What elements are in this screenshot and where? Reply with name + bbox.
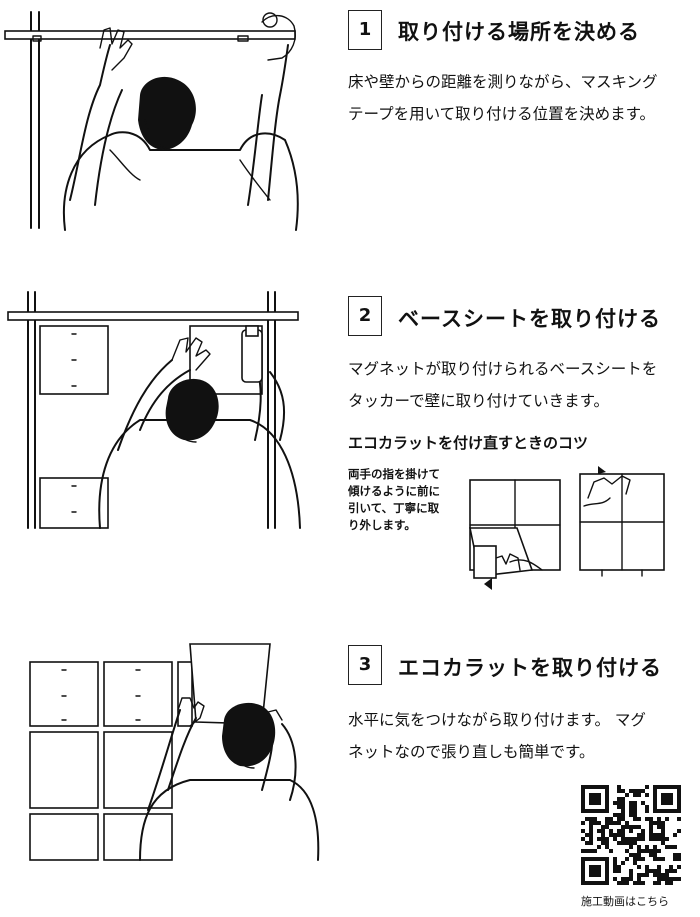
step-2-illustration (0, 290, 320, 530)
tip-body-line-1: 両手の指を掛けて (348, 467, 440, 481)
tip-body-line-4: り外します。 (348, 518, 416, 532)
tip-title: エコカラットを付け直すときのコツ (348, 434, 589, 452)
step-3-illustration (0, 640, 340, 861)
step-3-body-line-1: 水平に気をつけながら取り付けます。 マグ (348, 711, 646, 729)
qr-caption: 施工動画はこちら (581, 895, 669, 908)
step-1-body-line-2: テープを用いて取り付ける位置を決めます。 (348, 105, 656, 123)
step-1-number: 1 (348, 10, 382, 50)
step-1-illustration (0, 0, 320, 235)
tip-body-line-2: 傾けるように前に (348, 484, 440, 498)
step-1-title: 取り付ける場所を決める (398, 20, 640, 44)
step-2-body-line-1: マグネットが取り付けられるベースシートを (348, 360, 658, 378)
step-2-number: 2 (348, 296, 382, 336)
step-3-title: エコカラットを取り付ける (398, 656, 662, 680)
tip-illustration (462, 458, 692, 598)
step-2-title: ベースシートを取り付ける (398, 307, 661, 331)
step-3-body-line-2: ネットなので張り直しも簡単です。 (348, 743, 595, 761)
step-1-body-line-1: 床や壁からの距離を測りながら、マスキング (348, 73, 658, 91)
step-3-number: 3 (348, 645, 382, 685)
step-2-body-line-2: タッカーで壁に取り付けていきます。 (348, 392, 610, 410)
tip-body-line-3: 引いて、丁寧に取 (348, 501, 440, 515)
qr-code-icon[interactable] (581, 785, 681, 885)
